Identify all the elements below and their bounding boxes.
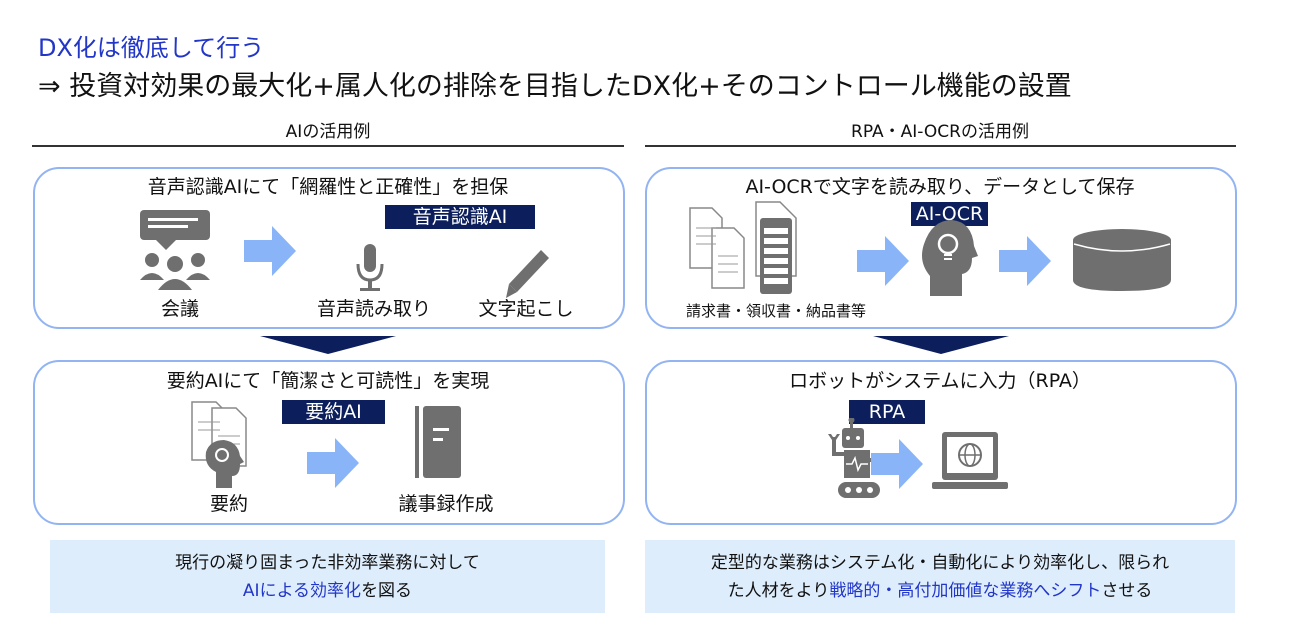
note-text: させる	[1101, 580, 1153, 601]
note-text: た人材をより	[727, 580, 830, 601]
main-heading: DX化は徹底して行う	[38, 34, 265, 62]
summary-ai-title: 要約AIにて「簡潔さと可読性」を実現	[166, 370, 490, 392]
right-divider	[645, 145, 1236, 147]
down-arrow-icon	[260, 336, 396, 354]
label-summary: 要約	[209, 493, 249, 515]
rpa-tag: RPA	[849, 400, 925, 424]
label-transcription: 文字起こし	[478, 298, 574, 320]
laptop-globe-icon	[932, 432, 1008, 489]
speech-ai-box	[33, 167, 625, 329]
note-line: 現行の凝り固まった非効率業務に対して	[175, 552, 480, 573]
note-text: を図る	[361, 580, 413, 601]
arrow-right-icon	[999, 236, 1051, 286]
ai-head-icon	[922, 220, 978, 296]
note-line: た人材をより戦略的・高付加価値な業務へシフトさせる	[645, 577, 1235, 605]
right-section-title: RPA・AI-OCRの活用例	[851, 122, 1029, 142]
sub-heading: ⇒ 投資対効果の最大化+属人化の排除を目指したDX化+そのコントロール機能の設置	[38, 71, 1072, 102]
left-summary-note: 現行の凝り固まった非効率業務に対して AIによる効率化を図る	[50, 540, 605, 613]
label-speech-reading: 音声読み取り	[316, 298, 432, 320]
pencil-icon	[506, 250, 549, 298]
arrow-right-icon	[307, 438, 359, 488]
arrow-right-icon	[244, 226, 296, 276]
left-section-title: AIの活用例	[285, 122, 371, 142]
label-minutes: 議事録作成	[398, 493, 494, 515]
note-line: AIによる効率化を図る	[50, 577, 605, 605]
note-highlight: 戦略的・高付加価値な業務へシフト	[829, 580, 1102, 601]
note-line: 定型的な業務はシステム化・自動化により効率化し、限られ	[710, 552, 1170, 573]
note-highlight: AIによる効率化	[242, 580, 362, 601]
arrow-right-icon	[871, 439, 923, 489]
database-icon	[1073, 229, 1171, 291]
document-head-icon	[191, 401, 247, 488]
label-meeting: 会議	[160, 298, 200, 320]
summary-ai-tag: 要約AI	[282, 400, 385, 424]
documents-icon	[689, 201, 797, 294]
summary-ai-box	[33, 360, 625, 525]
microphone-icon	[356, 244, 384, 291]
down-arrow-icon	[873, 336, 1009, 354]
right-summary-note: 定型的な業務はシステム化・自動化により効率化し、限られ た人材をより戦略的・高付…	[645, 540, 1235, 613]
book-icon	[415, 406, 461, 478]
left-divider	[32, 145, 624, 147]
speech-ai-tag: 音声認識AI	[385, 205, 535, 229]
robot-icon	[828, 418, 882, 498]
label-invoices: 請求書・領収書・納品書等	[685, 302, 867, 320]
ai-ocr-title: AI-OCRで文字を読み取り、データとして保存	[745, 176, 1135, 198]
speech-ai-title: 音声認識AIにて「網羅性と正確性」を担保	[147, 176, 509, 198]
meeting-icon	[140, 210, 210, 290]
arrow-right-icon	[857, 236, 909, 286]
rpa-box	[645, 360, 1237, 525]
rpa-title: ロボットがシステムに入力（RPA）	[789, 370, 1091, 392]
